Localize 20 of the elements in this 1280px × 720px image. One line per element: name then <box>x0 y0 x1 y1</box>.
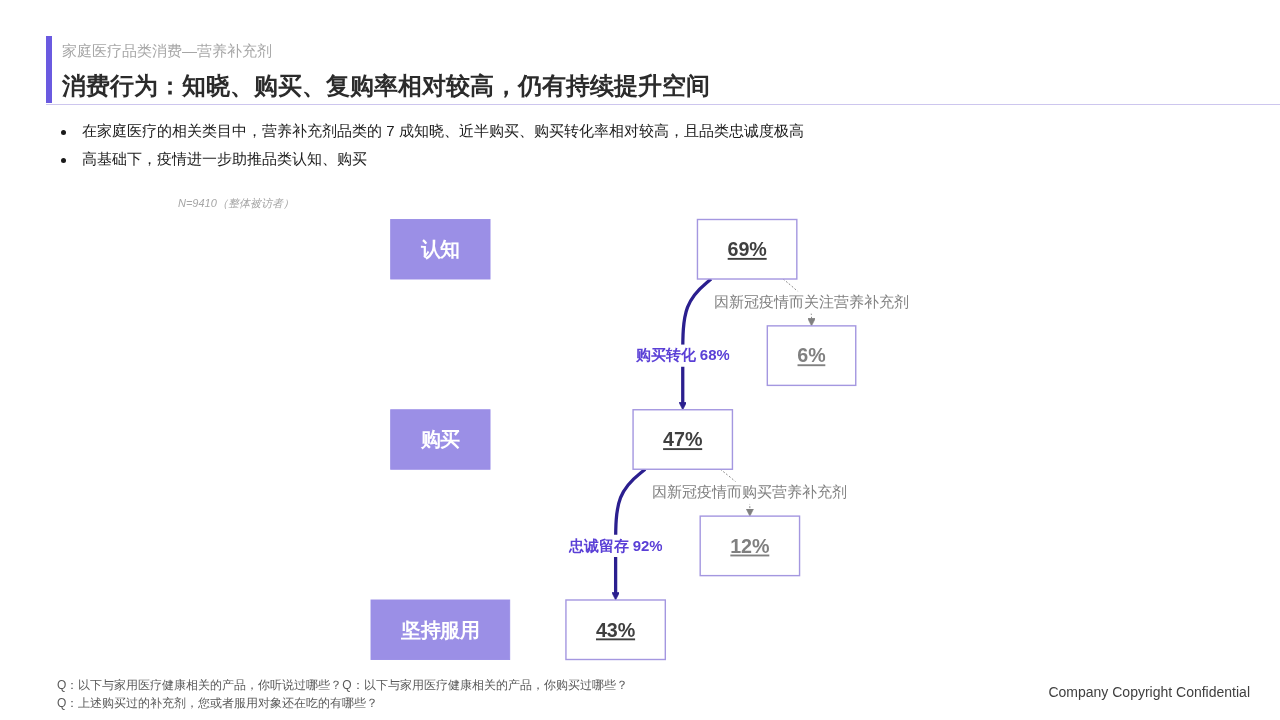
bullet-text: 在家庭医疗的相关类目中，营养补充剂品类的 7 成知晓、近半购买、购买转化率相对较高，且品类忠诚度极高 <box>82 122 804 141</box>
edge-label: 忠诚留存 92% <box>568 534 663 558</box>
percentage-box: 69% <box>696 218 798 280</box>
footnote: Q：以下与家用医疗健康相关的产品，你听说过哪些？Q：以下与家用医疗健康相关的产品，你购买过哪些？ <box>57 677 628 694</box>
percentage-box: 12% <box>699 515 801 577</box>
stage-box: 坚持服用 <box>370 599 511 660</box>
footnote: Q：上述购买过的补充剂，您或者服用对象还在吃的有哪些？ <box>57 695 379 712</box>
percentage-box: 6% <box>766 325 857 387</box>
slide-title: 消费行为：知晓、购买、复购率相对较高，仍有持续提升空间 <box>62 71 710 101</box>
sample-note: N=9410（整体被访者） <box>178 196 294 211</box>
edge-label: 因新冠疫情而关注营养补充剂 <box>714 291 909 314</box>
copyright-note: Company Copyright Confidential <box>1048 684 1250 700</box>
percentage-box: 47% <box>632 409 734 470</box>
edge-label: 购买转化 68% <box>635 344 730 367</box>
section-heading: 家庭医疗品类消费—营养补充剂 <box>62 42 272 61</box>
bullet-text: 高基础下，疫情进一步助推品类认知、购买 <box>82 150 367 169</box>
stage-box: 购买 <box>390 409 491 470</box>
stage-box: 认知 <box>390 219 491 280</box>
percentage-box: 43% <box>565 599 666 661</box>
edge-label: 因新冠疫情而购买营养补充剂 <box>652 481 848 504</box>
